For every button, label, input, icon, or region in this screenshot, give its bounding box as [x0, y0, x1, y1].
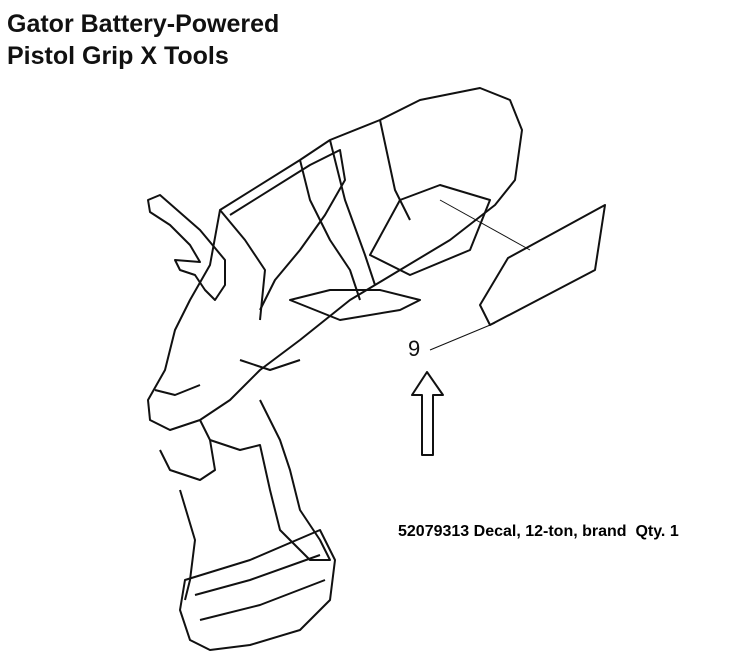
decal-part-9: [429, 199, 606, 351]
jaw-cap: [147, 194, 226, 301]
callout-number: 9: [408, 336, 421, 361]
title-line-2: Pistol Grip X Tools: [7, 42, 229, 70]
part-caption: 52079313 Decal, 12-ton, brand Qty. 1: [398, 523, 679, 540]
up-arrow-icon: [411, 371, 444, 456]
tool-body: [147, 87, 523, 431]
battery-pack: [179, 529, 336, 651]
pistol-grip: [159, 399, 331, 601]
diagram-title: Gator Battery-Powered Pistol Grip X Tool…: [7, 8, 279, 72]
title-line-1: Gator Battery-Powered: [7, 10, 280, 38]
